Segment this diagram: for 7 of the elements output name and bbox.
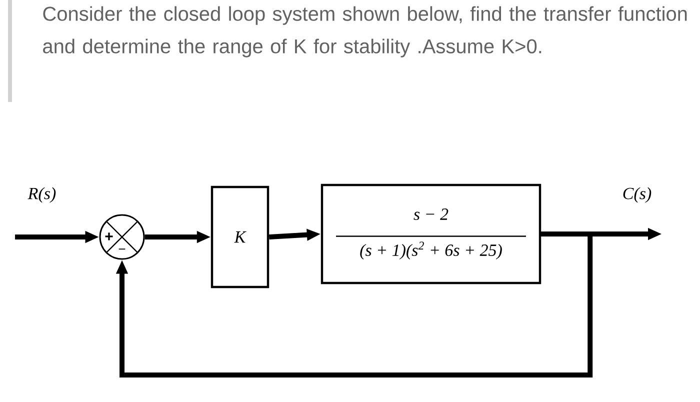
signal-label: R(s) xyxy=(28,187,56,203)
block-box: K xyxy=(210,186,270,288)
summing-junction: + − xyxy=(99,214,145,260)
transfer-function-box: s − 2 (s + 1)(s$^{2}$ + 6s + 25) xyxy=(320,184,542,284)
signal-label: C(s) xyxy=(623,187,652,203)
question-text: Consider the closed loop system shown below, find the transfer function and determine the range of K for stability .Assume K>0. xyxy=(43,6,687,58)
arrow xyxy=(116,232,593,378)
